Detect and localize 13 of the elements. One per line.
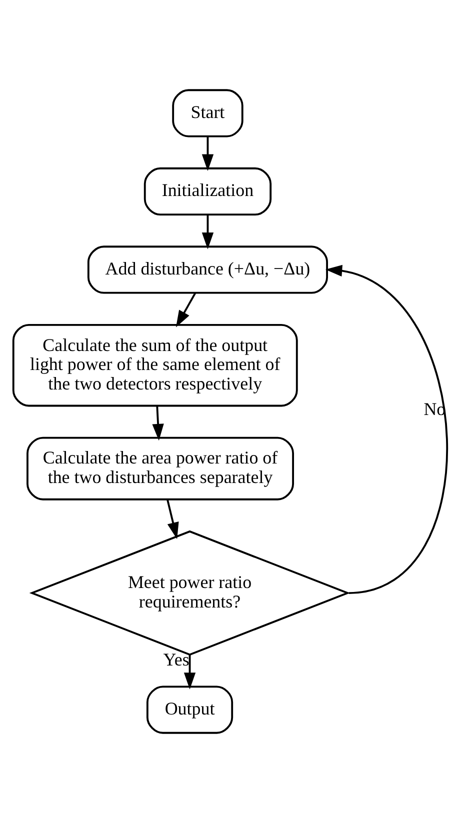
arrow	[152, 406, 164, 441]
node-box: Calculate the area power ratio of the two disturbances separately	[26, 436, 294, 500]
arrow	[202, 214, 214, 250]
arrow	[176, 292, 196, 328]
node-box: Initialization	[144, 167, 272, 216]
arrow	[184, 654, 196, 690]
node-box: Output	[146, 686, 234, 734]
node-box: Calculate the sum of the output light power of the same element of the two detectors respectively	[12, 324, 298, 407]
arrow	[166, 500, 179, 540]
node-box: Add disturbance (+Δu, −Δu)	[87, 246, 328, 294]
arrow	[325, 264, 448, 594]
arrow	[202, 136, 214, 171]
node-box: Start	[172, 89, 244, 138]
